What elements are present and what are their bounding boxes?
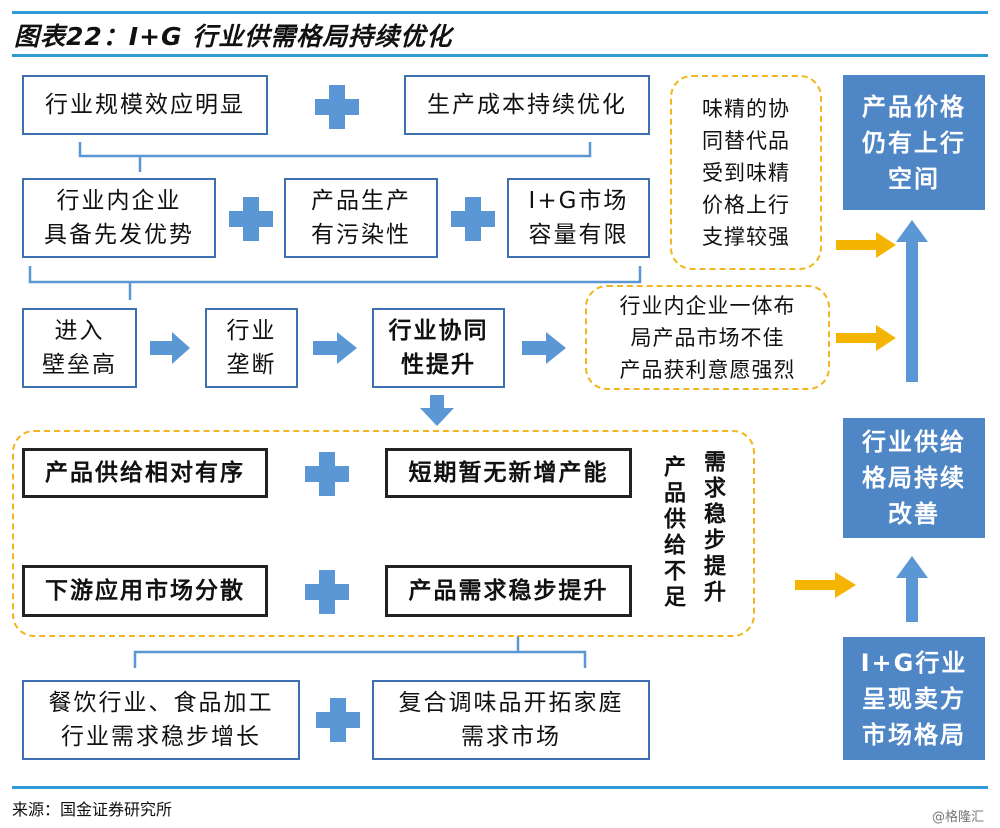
box-catering-demand: 餐饮行业、食品加工 行业需求稳步增长 [22, 680, 300, 760]
box-scale-effect: 行业规模效应明显 [22, 75, 268, 135]
bracket-3 [133, 636, 587, 668]
vertical-demand-rising: 需求稳步提升 [700, 450, 725, 606]
box-household-market: 复合调味品开拓家庭 需求市场 [372, 680, 650, 760]
bracket-2 [28, 266, 642, 300]
arrow-up-icon [896, 220, 928, 382]
figure-title: 图表22：I+G 行业供需格局持续优化 [14, 22, 453, 51]
box-downstream-dispersed: 下游应用市场分散 [22, 565, 268, 617]
box-monopoly: 行业 垄断 [205, 308, 298, 388]
dashed-msg-substitute: 味精的协 同替代品 受到味精 价格上行 支撑较强 [670, 75, 822, 270]
arrow-right-icon [150, 332, 190, 364]
plus-icon [229, 197, 273, 241]
result-sellers-market: I+G行业 呈现卖方 市场格局 [843, 637, 985, 760]
plus-icon [316, 698, 360, 742]
arrow-down-icon [420, 395, 454, 426]
dashed-supply-demand-group [12, 430, 755, 637]
box-cost-optimization: 生产成本持续优化 [404, 75, 650, 135]
box-pollution: 产品生产 有污染性 [284, 178, 438, 258]
box-supply-orderly: 产品供给相对有序 [22, 448, 268, 498]
plus-icon [305, 570, 349, 614]
orange-arrow-icon [795, 572, 856, 598]
result-price-upside: 产品价格 仍有上行 空间 [843, 75, 985, 210]
vertical-supply-shortage: 产品供给不足 [660, 455, 685, 611]
orange-arrow-icon [836, 325, 896, 351]
box-market-capacity: I+G市场 容量有限 [507, 178, 650, 258]
plus-icon [305, 452, 349, 496]
source-note: 来源：国金证券研究所 [12, 800, 173, 819]
arrow-right-icon [313, 332, 357, 364]
plus-icon [451, 197, 495, 241]
box-first-mover: 行业内企业 具备先发优势 [22, 178, 216, 258]
arrow-right-icon [522, 332, 566, 364]
bracket-1 [78, 142, 592, 172]
box-no-new-capacity: 短期暂无新增产能 [385, 448, 632, 498]
box-demand-rising: 产品需求稳步提升 [385, 565, 632, 617]
arrow-up-icon [896, 556, 928, 622]
box-entry-barrier: 进入 壁垒高 [22, 308, 137, 388]
box-synergy: 行业协同 性提升 [372, 308, 505, 388]
result-supply-improving: 行业供给 格局持续 改善 [843, 418, 985, 538]
dashed-integration: 行业内企业一体布 局产品市场不佳 产品获利意愿强烈 [585, 285, 830, 390]
bottom-rule [12, 786, 988, 789]
orange-arrow-icon [836, 232, 896, 258]
plus-icon [315, 85, 359, 129]
top-rule [12, 11, 988, 14]
title-rule [12, 54, 988, 57]
watermark: @格隆汇 [931, 810, 984, 825]
